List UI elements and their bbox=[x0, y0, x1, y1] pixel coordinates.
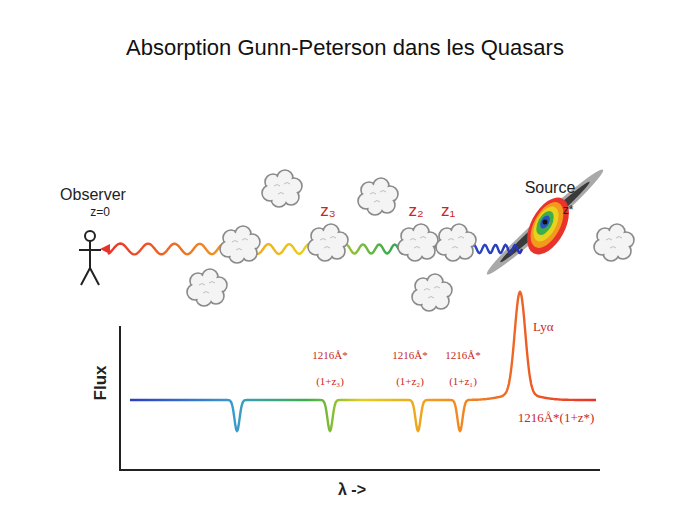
absorption-label: 1216Å* (1+z₂) bbox=[385, 342, 435, 394]
axis-label: Flux bbox=[91, 366, 111, 401]
gas-cloud bbox=[308, 224, 348, 261]
observer-figure bbox=[79, 231, 101, 285]
gas-cloud bbox=[436, 224, 476, 261]
gas-cloud bbox=[262, 170, 302, 207]
arrow-head bbox=[100, 244, 110, 254]
quasar-disk bbox=[482, 165, 607, 280]
line-label: Lyα bbox=[533, 320, 554, 335]
redshift-label: z=0 bbox=[90, 206, 110, 220]
cloud-redshift: z₂ bbox=[408, 201, 423, 221]
cloud-redshift: z₁ bbox=[441, 201, 455, 221]
source-redshift: z* bbox=[563, 204, 574, 218]
gas-cloud bbox=[187, 269, 227, 306]
spectrum-curve bbox=[130, 292, 596, 431]
gas-cloud bbox=[358, 178, 398, 215]
axes bbox=[119, 326, 600, 471]
gas-cloud bbox=[220, 226, 260, 263]
cloud-redshift: z₃ bbox=[320, 201, 335, 221]
gas-cloud bbox=[412, 274, 452, 311]
axis-label: λ -> bbox=[338, 481, 366, 499]
gas-cloud bbox=[398, 224, 438, 261]
absorption-label: 1216Å* (1+z₁) bbox=[438, 342, 488, 394]
observer-label: Observer bbox=[60, 186, 126, 204]
diagram-title: Absorption Gunn-Peterson dans les Quasar… bbox=[126, 35, 564, 60]
emission-label: 1216Å*(1+z*) bbox=[518, 411, 595, 426]
source-label: Source bbox=[525, 179, 576, 197]
gas-cloud bbox=[594, 224, 634, 261]
absorption-label: 1216Å* (1+z₃) bbox=[305, 342, 355, 394]
